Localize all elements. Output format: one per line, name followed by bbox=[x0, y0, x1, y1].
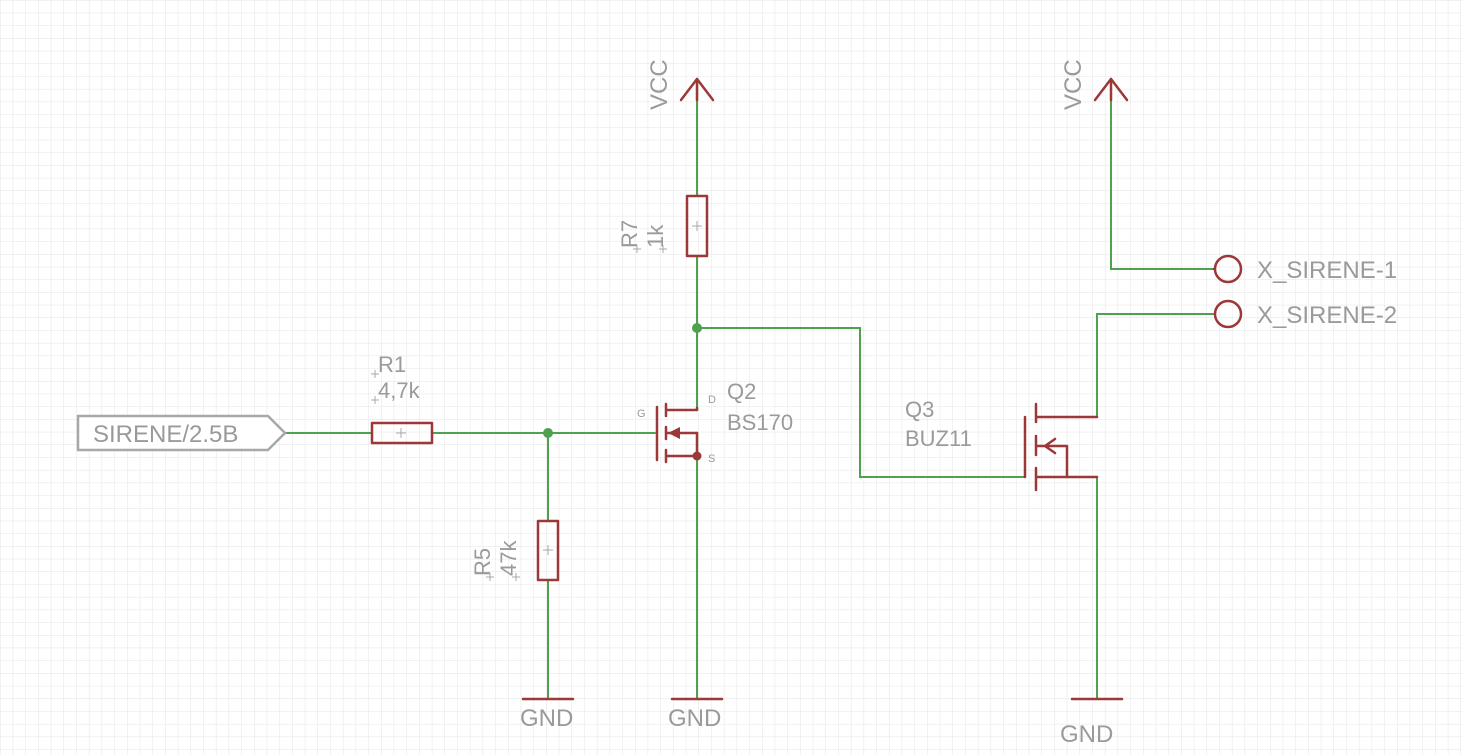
vcc-right-label: VCC bbox=[1060, 59, 1087, 110]
r5-name: R5 bbox=[470, 548, 495, 576]
resistor-r1[interactable]: R1 4,7k bbox=[370, 352, 434, 445]
gnd-symbol-q3[interactable]: GND bbox=[1060, 697, 1124, 748]
junction-drain-node[interactable] bbox=[692, 323, 702, 333]
r1-value: 4,7k bbox=[378, 378, 421, 403]
x-sirene-1-label: X_SIRENE-1 bbox=[1257, 257, 1397, 284]
r1-name: R1 bbox=[378, 352, 406, 377]
q3-arrow bbox=[1043, 437, 1057, 455]
q2-pin-d: D bbox=[708, 394, 716, 406]
x-sirene-1-pad bbox=[1213, 254, 1243, 284]
x-sirene-2-label: X_SIRENE-2 bbox=[1257, 302, 1397, 329]
q2-name: Q2 bbox=[727, 379, 756, 404]
r7-name: R7 bbox=[617, 220, 642, 248]
gnd-symbol-r5[interactable]: GND bbox=[520, 697, 575, 732]
junction-gate-node[interactable] bbox=[543, 428, 553, 438]
mosfet-q2[interactable]: G D S Q2 BS170 bbox=[637, 379, 793, 465]
input-net-label[interactable]: SIRENE/2.5B bbox=[76, 414, 287, 452]
r5-body bbox=[536, 519, 560, 582]
resistor-r5[interactable]: R5 47k bbox=[470, 519, 560, 582]
resistor-r7[interactable]: R7 1k bbox=[617, 194, 709, 258]
q2-drain-lead bbox=[665, 406, 699, 412]
connector-x-sirene-2[interactable]: X_SIRENE-2 bbox=[1213, 299, 1397, 329]
q2-pin-g: G bbox=[637, 408, 646, 420]
q2-source-dot bbox=[692, 451, 702, 461]
r7-body bbox=[685, 194, 709, 258]
input-label-text: SIRENE/2.5B bbox=[93, 421, 238, 448]
gnd-symbol-q2[interactable]: GND bbox=[668, 697, 724, 732]
mosfet-q3[interactable]: Q3 BUZ11 bbox=[905, 397, 1099, 492]
vcc-symbol-left[interactable]: VCC bbox=[646, 59, 715, 110]
input-label-frame bbox=[76, 414, 287, 452]
gnd-r5-label: GND bbox=[520, 705, 573, 732]
vcc-left-label: VCC bbox=[646, 59, 673, 110]
r1-body bbox=[370, 421, 434, 445]
r5-value: 47k bbox=[496, 540, 521, 576]
wire-vcc-to-x-sirene-1 bbox=[1110, 99, 1215, 270]
r7-value: 1k bbox=[643, 224, 668, 248]
q3-value: BUZ11 bbox=[905, 426, 972, 451]
x-sirene-2-pad bbox=[1213, 299, 1243, 329]
wire-drain-to-q3-gate bbox=[696, 327, 1026, 478]
q3-name: Q3 bbox=[905, 397, 934, 422]
q2-value: BS170 bbox=[727, 410, 793, 435]
q2-arrow bbox=[668, 427, 680, 439]
gnd-q3-label: GND bbox=[1060, 721, 1113, 748]
wire-q3-drain-to-x-sirene-2 bbox=[1096, 313, 1215, 418]
q2-pin-s: S bbox=[708, 453, 715, 465]
gnd-q2-label: GND bbox=[668, 705, 721, 732]
connector-x-sirene-1[interactable]: X_SIRENE-1 bbox=[1212, 254, 1397, 284]
vcc-symbol-right[interactable]: VCC bbox=[1060, 59, 1129, 110]
